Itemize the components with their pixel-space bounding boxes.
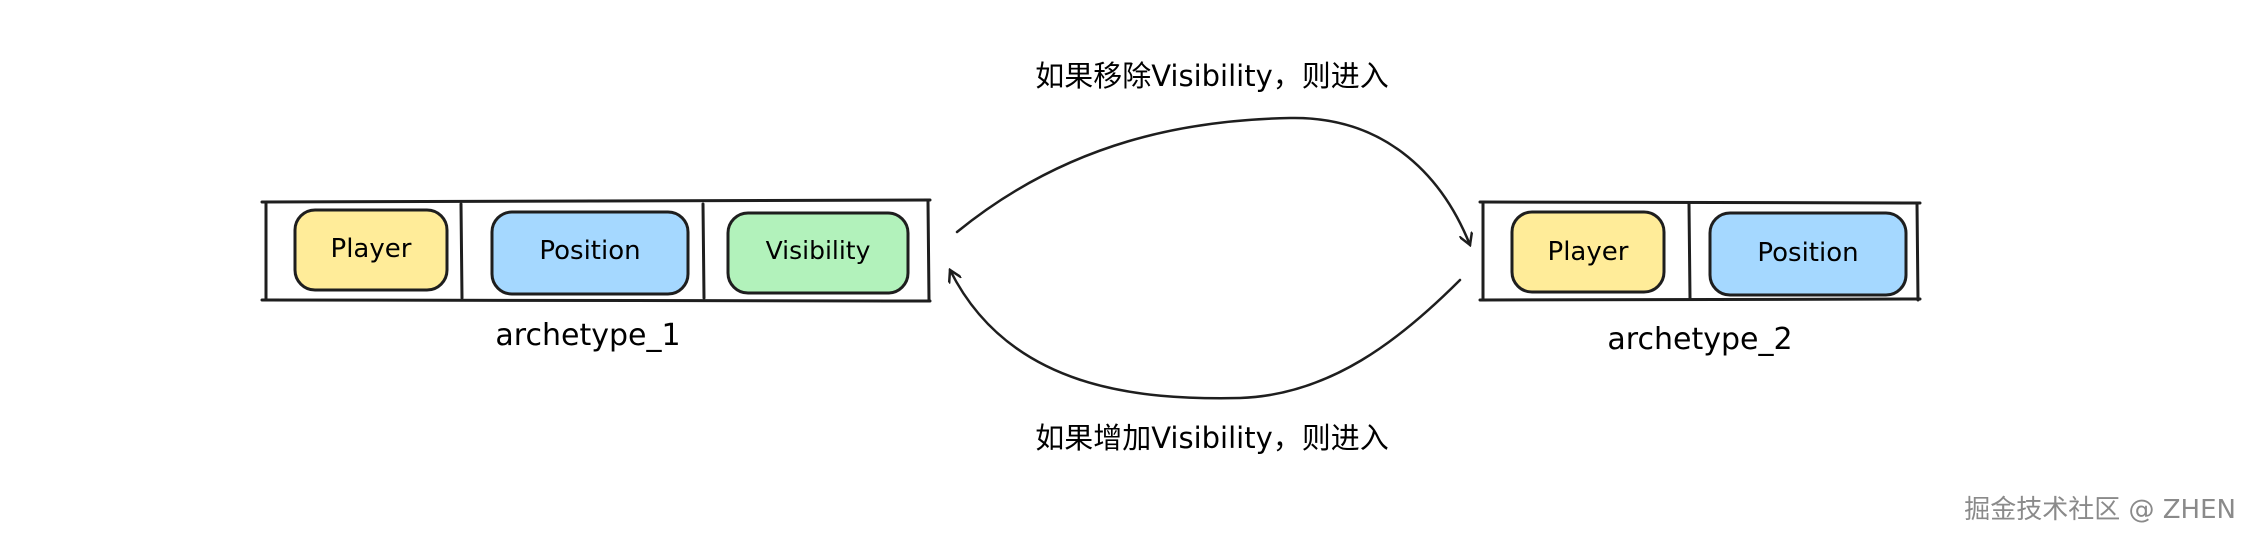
component-visibility: Visibility — [726, 211, 910, 295]
container-top-border — [1478, 200, 1922, 205]
archetype-1-label: archetype_1 — [495, 318, 680, 353]
component-box — [1708, 211, 1908, 297]
container-top-border — [260, 198, 932, 204]
component-label: Position — [1757, 238, 1858, 268]
container-divider — [459, 202, 464, 300]
remove-visibility-label: 如果移除Visibility，则进入 — [1035, 59, 1389, 93]
archetype-2-label: archetype_2 — [1607, 322, 1792, 357]
container-bottom-border — [260, 298, 932, 303]
component-box — [490, 210, 690, 296]
component-label: Player — [331, 234, 412, 264]
component-label: Visibility — [766, 236, 871, 265]
archetype-2-container: Player Position — [1478, 200, 1922, 302]
component-position: Position — [490, 210, 690, 296]
add-visibility-label: 如果增加Visibility，则进入 — [1035, 421, 1389, 455]
component-player: Player — [1510, 210, 1666, 294]
container-bottom-border — [1478, 297, 1922, 302]
container-right-border — [926, 199, 931, 302]
container-right-border — [1915, 201, 1920, 302]
add-visibility-arrow — [950, 270, 1462, 400]
component-label: Player — [1548, 237, 1629, 267]
watermark: 掘金技术社区 @ ZHEN — [1964, 495, 2236, 525]
component-box — [293, 208, 449, 292]
remove-visibility-arrow — [955, 116, 1470, 245]
component-label: Position — [539, 236, 640, 266]
container-divider — [1687, 202, 1692, 300]
component-box — [726, 211, 910, 295]
archetype-1-container: Player Position Visibility — [260, 198, 932, 303]
component-position: Position — [1708, 211, 1908, 297]
container-divider — [701, 202, 706, 300]
component-box — [1510, 210, 1666, 294]
component-player: Player — [293, 208, 449, 292]
